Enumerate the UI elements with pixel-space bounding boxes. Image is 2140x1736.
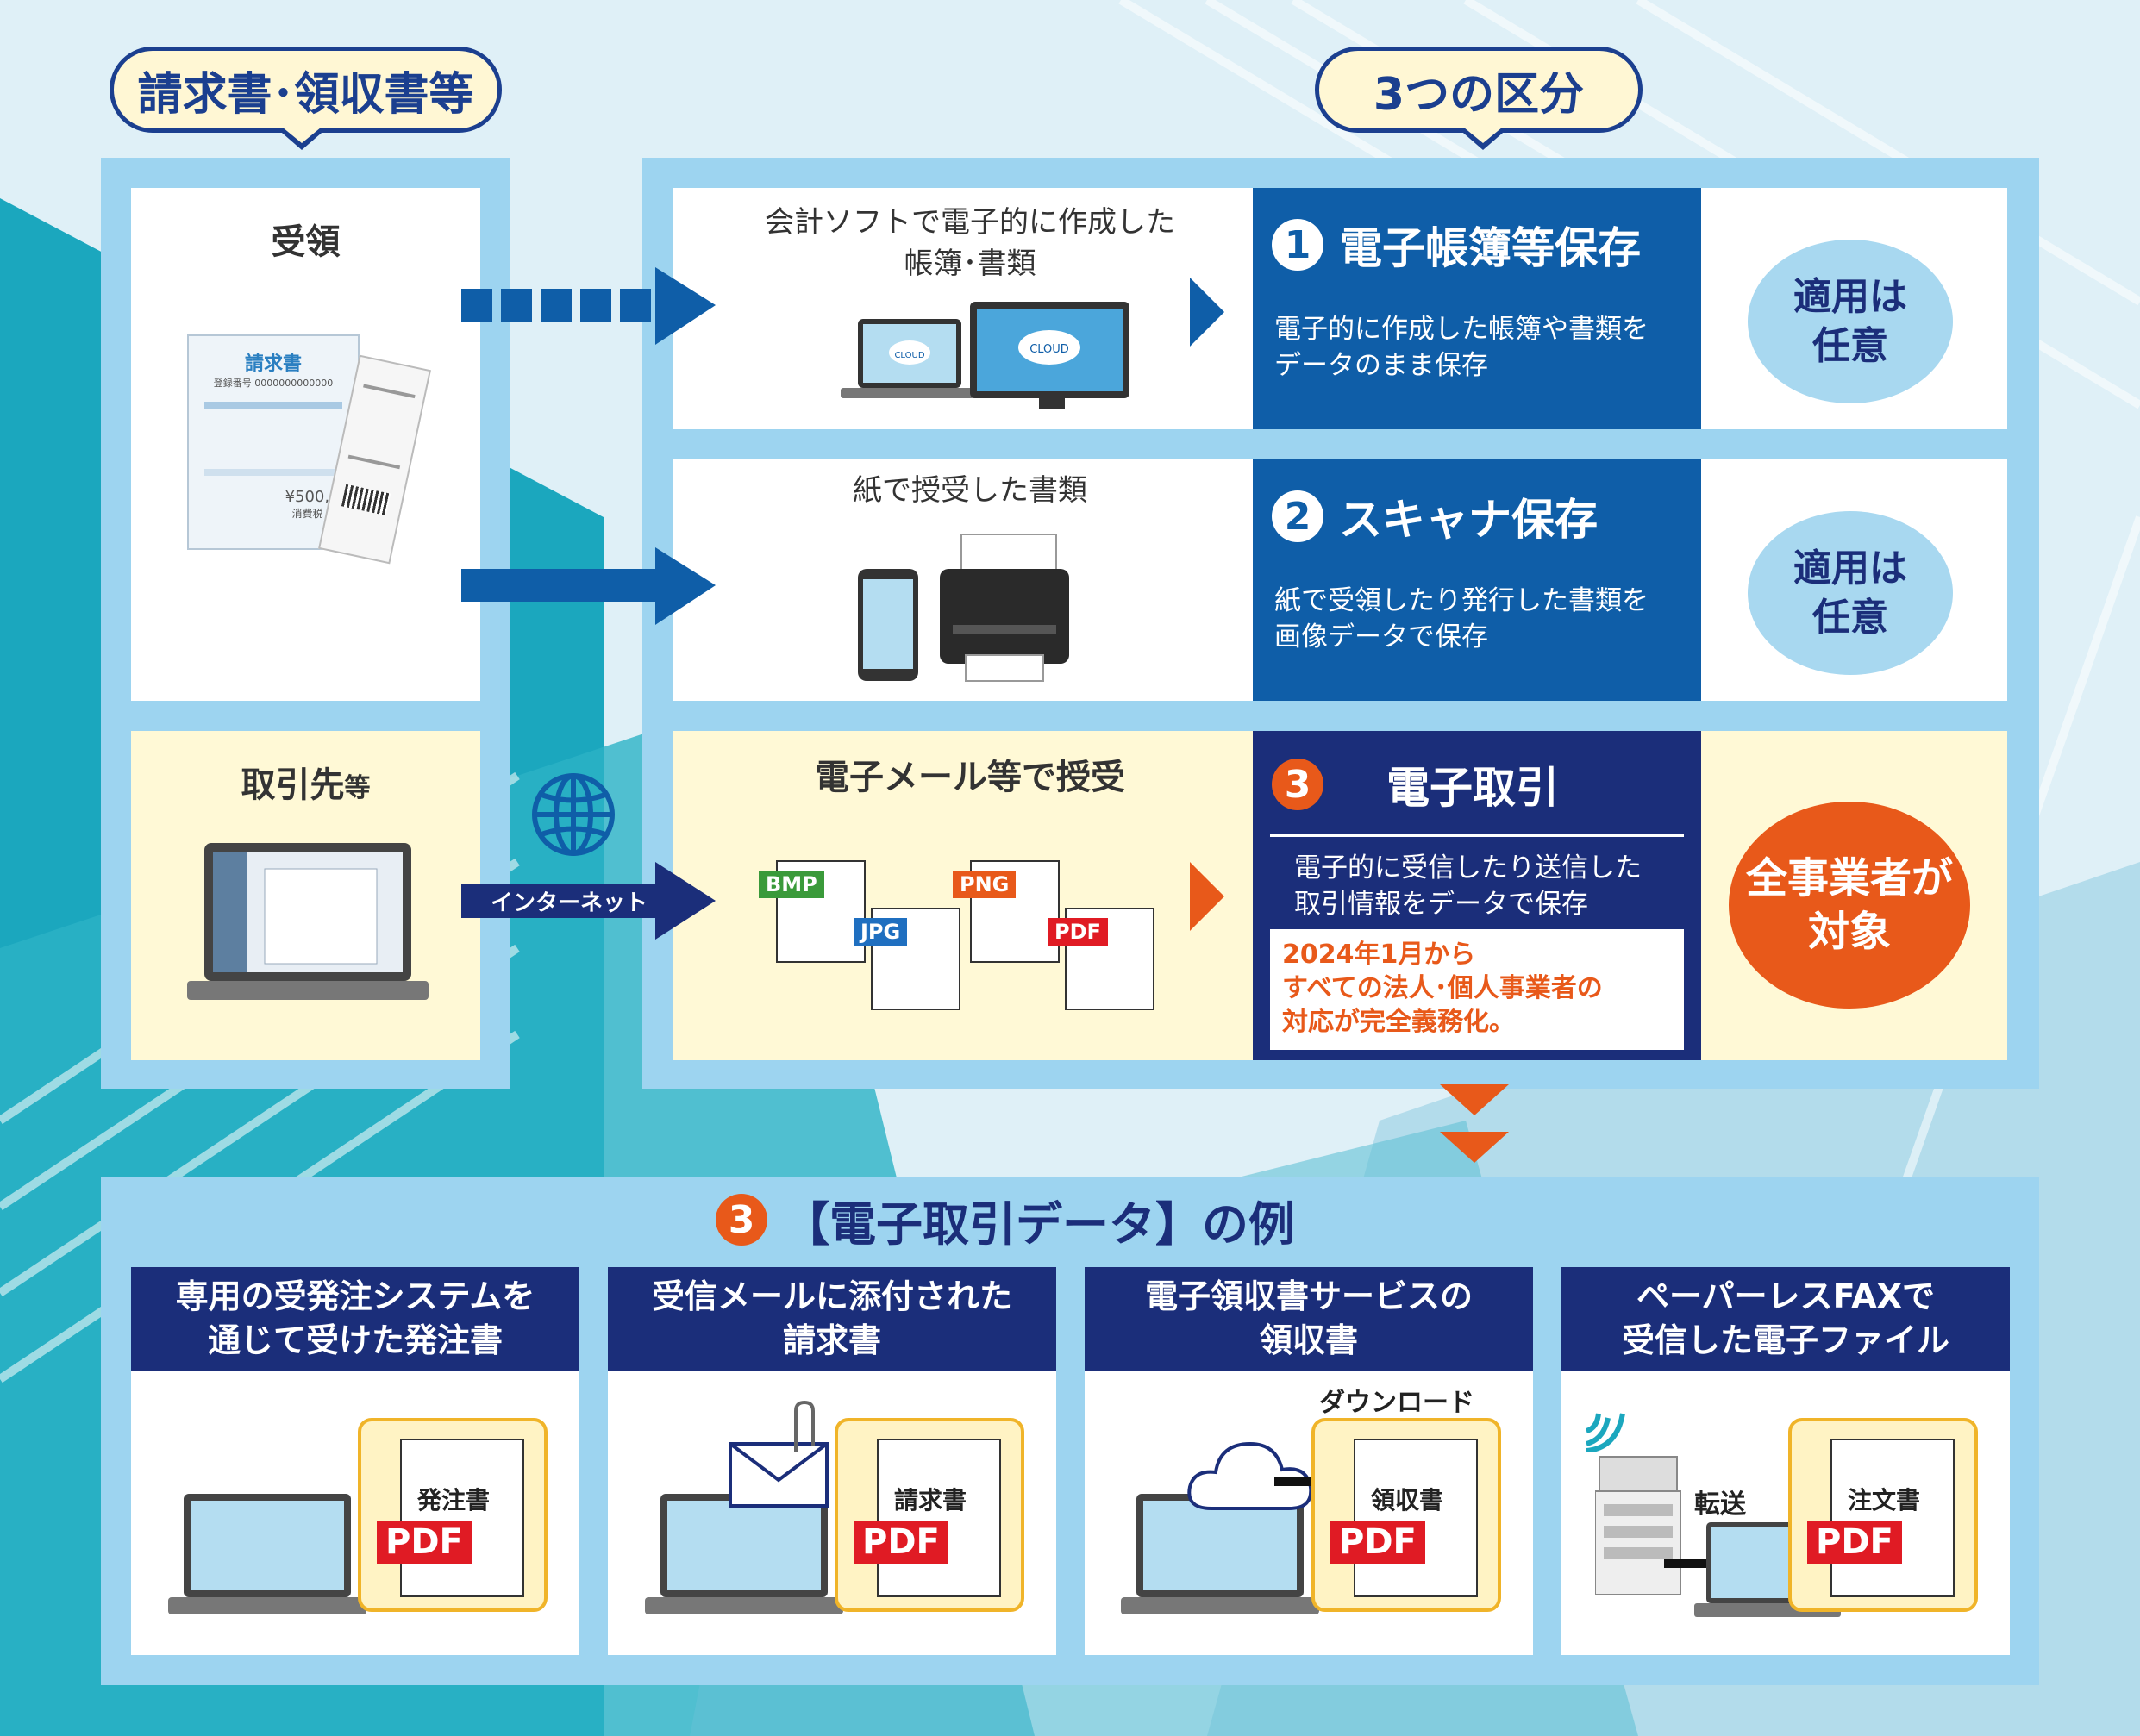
documents-bubble: 請求書･領収書等 xyxy=(110,47,502,133)
internet-label: インターネット xyxy=(490,890,648,916)
internet-arrow-icon xyxy=(461,862,716,940)
computers-icon: CLOUD CLOUD xyxy=(841,302,1129,409)
categories-bubble-label: 3つの区分 xyxy=(1373,68,1585,121)
dashed-arrow-icon xyxy=(461,267,716,345)
globe-icon xyxy=(532,773,615,856)
bubble-pointer xyxy=(1457,128,1509,150)
invoice-illustration: 請求書 登録番号 0000000000000 ¥500,00 消費税 ¥50, xyxy=(187,334,360,550)
order-pdf-icon: 発注書 PDF xyxy=(358,1418,548,1612)
category-3-number: 3 xyxy=(1272,759,1323,810)
invoice-amount: ¥500,00 xyxy=(285,488,349,506)
cloud-icon xyxy=(1187,1441,1313,1510)
row1-source-text: 会計ソフトで電子的に作成した 帳簿･書類 xyxy=(765,205,1175,281)
category-3-badge: 全事業者が 対象 xyxy=(1729,802,1970,1009)
category-1-card: 1 電子帳簿等保存 電子的に作成した帳簿や書類を データのまま保存 xyxy=(1253,188,1701,429)
order-form-pdf-icon: 注文書 PDF xyxy=(1788,1418,1978,1612)
arrow-right-icon xyxy=(1190,278,1224,347)
laptop-icon xyxy=(187,843,429,1000)
file-icon-bmp: BMP xyxy=(759,853,871,963)
category-2-desc: 紙で受領したり発行した書類を 画像データで保存 xyxy=(1274,585,1649,653)
documents-bubble-label: 請求書･領収書等 xyxy=(137,68,474,121)
file-icon-pdf: PDF xyxy=(1048,901,1160,1010)
multifunction-printer-icon xyxy=(1595,1456,1681,1595)
cloud-text-large: CLOUD xyxy=(1029,343,1069,356)
received-panel: 受領 請求書 登録番号 0000000000000 ¥500,00 消費税 ¥5… xyxy=(131,188,480,701)
examples-title: 【電子取引データ】の例 xyxy=(783,1196,1295,1252)
laptop-icon xyxy=(1121,1494,1319,1614)
category-3-title: 電子取引 xyxy=(1386,763,1559,813)
row2-source-text: 紙で授受した書類 xyxy=(853,473,1087,509)
category-2-badge: 適用は 任意 xyxy=(1748,511,1953,675)
partner-panel: 取引先等 xyxy=(131,731,480,1060)
arrow-right-icon xyxy=(1190,862,1224,931)
phone-printer-icon xyxy=(858,534,1069,682)
example-4-header: ペーパーレスFAXで 受信した電子ファイル xyxy=(1561,1267,2010,1371)
mandatory-notice: 2024年1月から すべての法人･個人事業者の 対応が完全義務化。 xyxy=(1270,929,1684,1050)
category-1-number: 1 xyxy=(1272,219,1323,271)
examples-number: 3 xyxy=(716,1194,767,1246)
categories-bubble: 3つの区分 xyxy=(1315,47,1643,133)
example-3-header: 電子領収書サービスの 領収書 xyxy=(1085,1267,1533,1371)
file-icon-png: PNG xyxy=(953,853,1065,963)
invoice-reg: 登録番号 0000000000000 xyxy=(213,378,334,389)
category-2-number: 2 xyxy=(1272,490,1323,542)
category-1-title: 電子帳簿等保存 xyxy=(1339,223,1641,273)
category-3-card: 3 電子取引 電子的に受信したり送信した 取引情報をデータで保存 2024年1月… xyxy=(1253,731,1701,1060)
category-2-card: 2 スキャナ保存 紙で受領したり発行した書類を 画像データで保存 xyxy=(1253,459,1701,701)
file-icon-jpg: JPG xyxy=(854,901,966,1010)
category-1-badge: 適用は 任意 xyxy=(1748,240,1953,403)
receipt-pdf-icon: 領収書 PDF xyxy=(1311,1418,1501,1612)
category-2-title: スキャナ保存 xyxy=(1339,495,1598,545)
transfer-label: 転送 xyxy=(1694,1489,1746,1520)
email-attachment-icon xyxy=(729,1401,829,1508)
category-3-desc: 電子的に受信したり送信した 取引情報をデータで保存 xyxy=(1294,852,1642,920)
example-1-header: 専用の受発注システムを 通じて受けた発注書 xyxy=(131,1267,579,1371)
cloud-text-small: CLOUD xyxy=(894,351,924,360)
row3-source-text: 電子メール等で授受 xyxy=(815,758,1125,797)
invoice-title: 請求書 xyxy=(244,353,302,375)
received-title: 受領 xyxy=(271,222,341,262)
examples-title-row: 3 【電子取引データ】の例 xyxy=(716,1185,1295,1254)
partner-title: 取引先等 xyxy=(241,765,371,805)
laptop-icon xyxy=(168,1494,366,1614)
solid-arrow-icon xyxy=(461,547,716,625)
laptop-icon xyxy=(645,1494,843,1614)
invoice-pdf-icon: 請求書 PDF xyxy=(835,1418,1024,1612)
category-1-desc: 電子的に作成した帳簿や書類を データのまま保存 xyxy=(1274,314,1649,381)
bubble-pointer xyxy=(276,128,328,150)
wireless-signal-icon xyxy=(1586,1413,1625,1452)
example-2-header: 受信メールに添付された 請求書 xyxy=(608,1267,1056,1371)
download-label: ダウンロード xyxy=(1319,1388,1474,1418)
